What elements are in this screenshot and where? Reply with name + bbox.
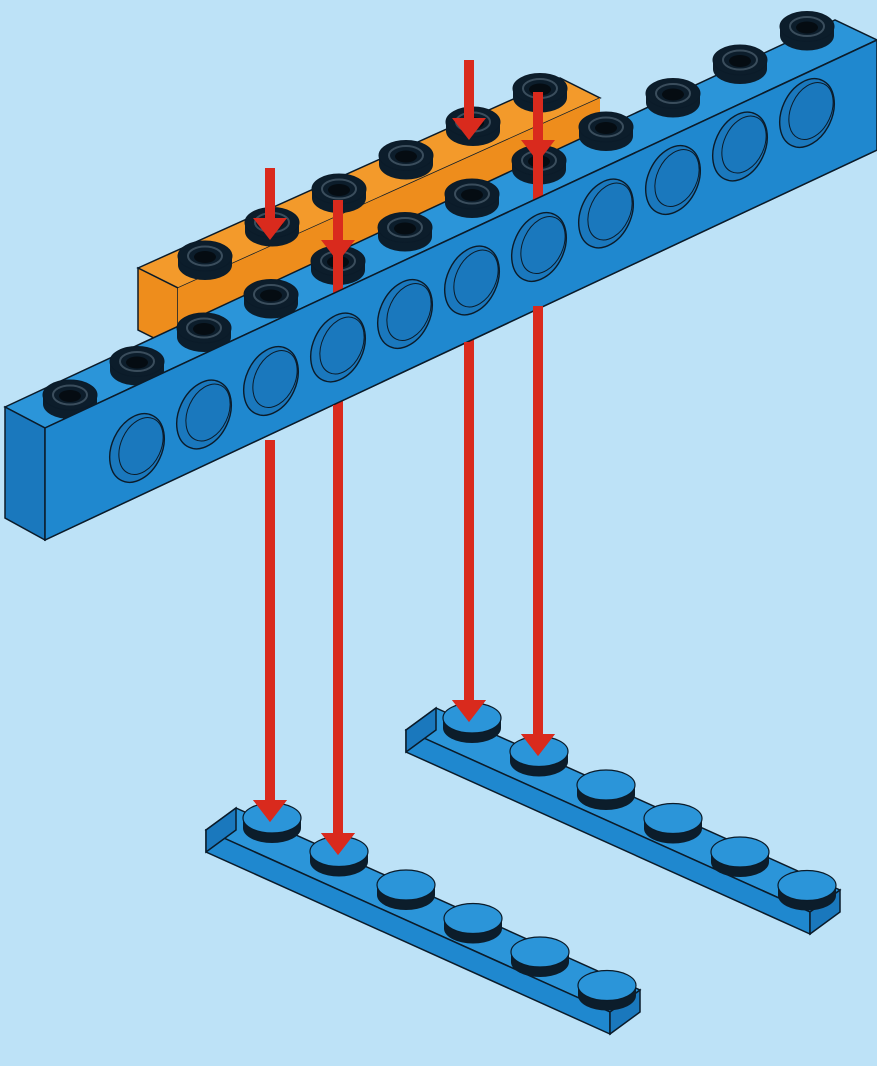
arrow-orange-top-segment-left <box>253 168 287 240</box>
arrow-blue-stub-right <box>521 92 555 162</box>
arrow-orange-top-segment-right <box>452 60 486 140</box>
plate-right <box>404 702 842 936</box>
arrow-blue-to-plate-right-lower <box>521 306 555 756</box>
arrow-blue-to-plate-left-lower <box>321 405 355 855</box>
plate-left <box>204 802 642 1036</box>
arrow-orange-to-plate-left-lower <box>253 440 287 822</box>
beam-blue-front-overlay <box>44 39 877 542</box>
arrow-orange-to-plate-right-lower <box>452 342 486 722</box>
arrow-blue-stub-left <box>321 200 355 262</box>
